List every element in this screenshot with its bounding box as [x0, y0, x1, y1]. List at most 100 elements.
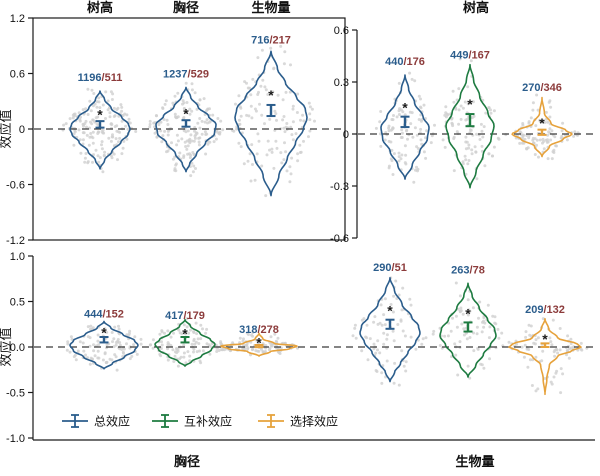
- scatter-dot: [536, 336, 540, 340]
- scatter-dot: [250, 143, 254, 147]
- scatter-dot: [411, 135, 415, 139]
- scatter-dot: [268, 148, 271, 152]
- scatter-dot: [400, 349, 404, 353]
- scatter-dot: [534, 389, 538, 393]
- scatter-dot: [538, 119, 542, 123]
- violin-complementarity: *417/179: [154, 310, 216, 367]
- scatter-dot: [109, 139, 113, 143]
- scatter-dot: [160, 343, 164, 347]
- scatter-dot: [572, 134, 576, 138]
- scatter-dot: [77, 128, 81, 132]
- scatter-dot: [559, 367, 563, 371]
- scatter-dot: [399, 157, 403, 161]
- scatter-dot: [282, 115, 286, 118]
- violin-total: *444/152: [69, 308, 139, 370]
- scatter-dot: [120, 119, 124, 123]
- scatter-dot: [456, 373, 460, 377]
- scatter-dot: [422, 103, 426, 107]
- scatter-dot: [78, 138, 82, 142]
- scatter-dot: [273, 332, 277, 336]
- violin-outline: [511, 96, 573, 158]
- scatter-dot: [235, 127, 239, 131]
- scatter-dot: [522, 355, 526, 359]
- y-tick-label: 0.5: [10, 297, 25, 309]
- scatter-dot: [77, 111, 81, 115]
- scatter-dot: [417, 118, 421, 121]
- scatter-dot: [548, 115, 552, 119]
- scatter-dot: [105, 330, 109, 334]
- scatter-dot: [248, 152, 252, 156]
- scatter-dot: [389, 140, 393, 144]
- scatter-dot: [256, 93, 260, 96]
- count-m: 346: [544, 82, 562, 94]
- scatter-dot: [544, 110, 548, 114]
- scatter-dot: [163, 102, 167, 106]
- scatter-dot: [108, 115, 112, 119]
- scatter-dot: [413, 126, 417, 130]
- scatter-dot: [492, 145, 496, 149]
- scatter-dot: [160, 140, 164, 144]
- scatter-dot: [527, 120, 531, 124]
- scatter-dot: [188, 156, 192, 160]
- scatter-dot: [81, 138, 85, 142]
- scatter-dot: [395, 115, 399, 119]
- scatter-dot: [565, 353, 568, 357]
- scatter-dot: [475, 325, 479, 329]
- scatter-dot: [181, 99, 185, 103]
- scatter-dot: [169, 335, 173, 339]
- scatter-dot: [533, 137, 537, 141]
- scatter-dot: [68, 350, 72, 354]
- scatter-dot: [164, 99, 168, 103]
- scatter-dot: [118, 136, 122, 140]
- violin-selection: *209/132: [508, 304, 582, 396]
- scatter-dot: [175, 133, 179, 137]
- scatter-dot: [399, 318, 403, 322]
- scatter-dot: [468, 336, 472, 339]
- scatter-dot: [134, 130, 138, 133]
- scatter-dot: [310, 107, 314, 111]
- scatter-dot: [166, 347, 170, 351]
- scatter-dot: [429, 141, 433, 145]
- scatter-dot: [558, 348, 562, 352]
- scatter-dot: [387, 124, 391, 128]
- scatter-dot: [547, 130, 551, 134]
- scatter-dot: [462, 327, 466, 331]
- scatter-dot: [465, 337, 469, 341]
- scatter-dot: [308, 105, 312, 109]
- scatter-dot: [392, 381, 396, 385]
- scatter-dot: [201, 349, 205, 353]
- scatter-dot: [432, 329, 436, 333]
- scatter-dot: [78, 119, 82, 123]
- scatter-dot: [139, 337, 143, 341]
- count-slash: /: [468, 49, 471, 61]
- scatter-dot: [308, 118, 312, 122]
- scatter-dot: [71, 116, 75, 120]
- scatter-dot: [183, 107, 186, 111]
- sample-counts: 318/278: [239, 324, 279, 336]
- scatter-dot: [84, 107, 88, 111]
- scatter-dot: [97, 160, 101, 164]
- scatter-dot: [274, 139, 278, 143]
- sample-counts: 209/132: [525, 304, 565, 316]
- scatter-dot: [392, 339, 396, 343]
- violin-outline: [439, 282, 497, 378]
- scatter-dot: [412, 180, 416, 184]
- scatter-dot: [97, 100, 101, 104]
- scatter-dot: [121, 350, 125, 354]
- count-slash: /: [540, 82, 543, 94]
- scatter-dot: [397, 383, 401, 387]
- violin-outline: [154, 318, 216, 367]
- scatter-dot: [184, 145, 188, 148]
- scatter-dot: [455, 98, 459, 102]
- y-tick-label: -1.2: [6, 235, 25, 247]
- scatter-dot: [398, 107, 402, 111]
- scatter-dot: [536, 387, 540, 391]
- scatter-dot: [307, 135, 310, 139]
- scatter-dot: [237, 94, 241, 98]
- scatter-dot: [497, 336, 501, 340]
- scatter-dot: [366, 358, 370, 362]
- scatter-dot: [158, 332, 162, 336]
- scatter-dot: [166, 123, 170, 126]
- scatter-dot: [175, 143, 179, 147]
- count-slash: /: [102, 72, 105, 84]
